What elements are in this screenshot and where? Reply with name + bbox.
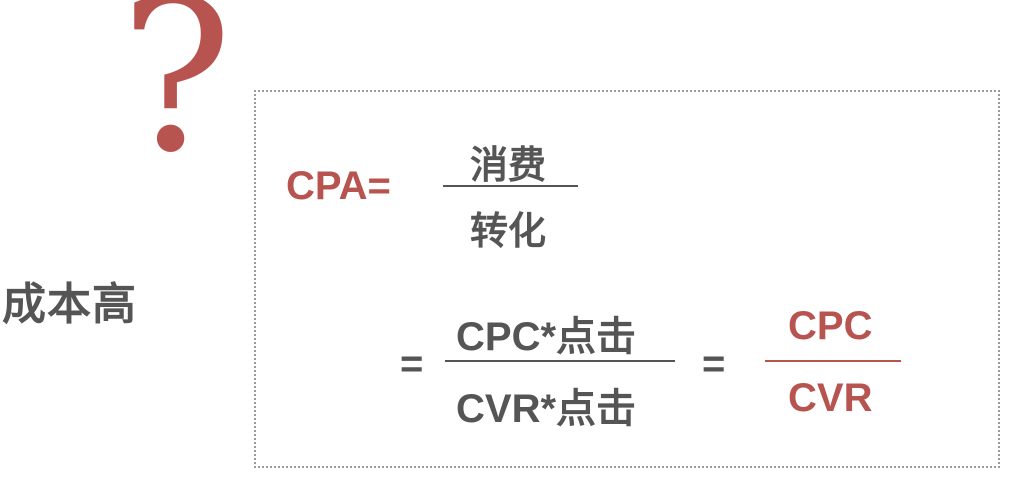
- fraction1-denominator: 转化: [470, 211, 547, 253]
- question-mark-icon: ?: [120, 0, 233, 199]
- equals-sign-1: =: [400, 342, 424, 386]
- fraction2-denominator: CVR*点击: [456, 387, 637, 431]
- fraction2-numerator: CPC*点击: [456, 315, 637, 359]
- formula-box: [254, 90, 1000, 468]
- fraction2-bar: [445, 360, 675, 362]
- fraction1-numerator: 消费: [470, 145, 547, 187]
- fraction1-bar: [443, 185, 578, 187]
- fraction3-numerator: CPC: [788, 304, 873, 348]
- fraction3-bar: [765, 360, 901, 362]
- equals-sign-2: =: [702, 342, 726, 386]
- formula-lhs: CPA=: [286, 164, 391, 208]
- fraction3-denominator: CVR: [788, 376, 873, 420]
- side-label: 成本高: [2, 280, 137, 329]
